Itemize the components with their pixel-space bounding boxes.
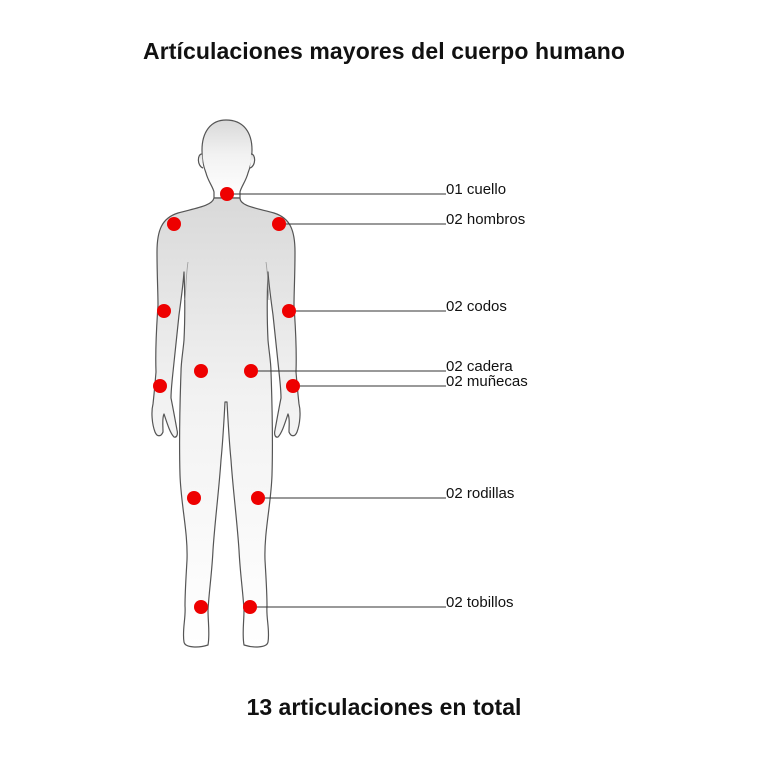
joint-knee-right (251, 491, 265, 505)
joint-shoulder-left (167, 217, 181, 231)
joint-ankle-left (194, 600, 208, 614)
joint-ankle-right (243, 600, 257, 614)
joint-elbow-left (157, 304, 171, 318)
diagram-title: Artículaciones mayores del cuerpo humano (142, 38, 626, 64)
joint-wrist-right (286, 379, 300, 393)
head-shape (201, 119, 253, 199)
body-shape (151, 197, 301, 648)
label-ankles: 02 tobillos (446, 594, 514, 611)
joint-labels: 01 cuello 02 hombros 02 codos 02 cadera … (446, 181, 528, 611)
left-ear-shape (197, 153, 204, 169)
joint-elbow-right (282, 304, 296, 318)
body-detail-lines (184, 261, 270, 301)
label-shoulders: 02 hombros (446, 211, 525, 228)
joint-wrist-left (153, 379, 167, 393)
joint-markers (153, 187, 300, 614)
joint-knee-left (187, 491, 201, 505)
joint-neck (220, 187, 234, 201)
label-knees: 02 rodillas (446, 485, 514, 502)
label-neck: 01 cuello (446, 181, 506, 198)
joint-hip-right (244, 364, 258, 378)
right-ear-shape (249, 153, 256, 169)
joint-hip-left (194, 364, 208, 378)
label-wrists: 02 muñecas (446, 373, 528, 390)
joint-shoulder-right (272, 217, 286, 231)
total-count-caption: 13 articulaciones en total (246, 694, 522, 720)
leader-lines (227, 193, 446, 608)
label-elbows: 02 codos (446, 298, 507, 315)
label-hips: 02 cadera (446, 358, 513, 375)
